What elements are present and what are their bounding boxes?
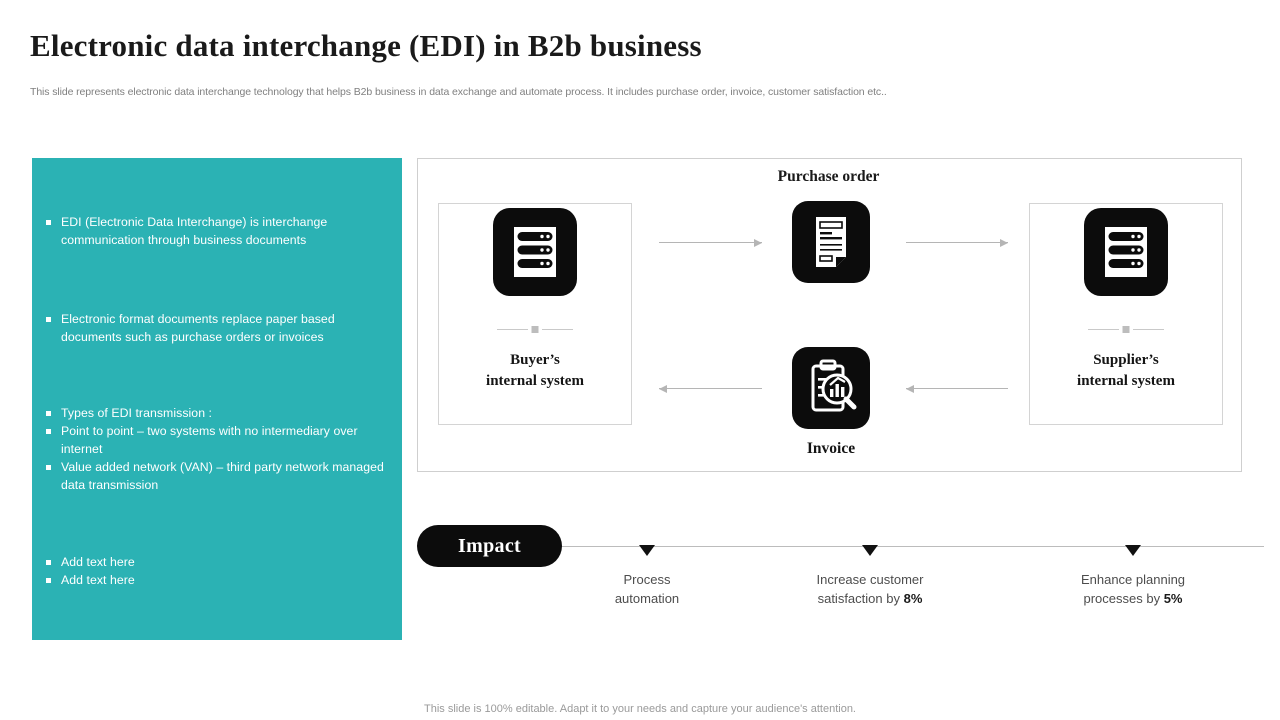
impact-marker-2 bbox=[862, 545, 878, 556]
bullet-text: Add text here bbox=[61, 555, 135, 569]
impact-item-3-line2-prefix: processes by bbox=[1083, 591, 1164, 606]
square-bullet-icon bbox=[46, 220, 51, 225]
buyer-label-line-1: Buyer’s bbox=[510, 352, 560, 368]
square-bullet-icon bbox=[46, 465, 51, 470]
footer-note: This slide is 100% editable. Adapt it to… bbox=[424, 703, 856, 715]
supplier-system-card: Supplier’s internal system bbox=[1029, 203, 1223, 425]
impact-item-3-line1: Enhance planning bbox=[1080, 572, 1186, 587]
supplier-label-line-2: internal system bbox=[1077, 373, 1175, 389]
impact-item-2-line1: Increase customer bbox=[816, 572, 924, 587]
bullet-group-4: Add text here Add text here bbox=[46, 553, 394, 589]
bullet-group-2: Electronic format documents replace pape… bbox=[46, 310, 394, 346]
list-item: Value added network (VAN) – third party … bbox=[46, 458, 394, 494]
impact-item-2: Increase customer satisfaction by 8% bbox=[755, 570, 985, 608]
list-item: Electronic format documents replace pape… bbox=[46, 310, 394, 346]
impact-item-1: Process automation bbox=[532, 570, 762, 608]
impact-badge-label: Impact bbox=[458, 534, 521, 557]
bullet-group-1: EDI (Electronic Data Interchange) is int… bbox=[46, 213, 394, 249]
buyer-system-label: Buyer’s internal system bbox=[439, 350, 631, 392]
page-subtitle: This slide represents electronic data in… bbox=[30, 86, 887, 98]
arrow-buyer-to-purchase-order bbox=[659, 238, 762, 247]
card-divider bbox=[1088, 326, 1164, 333]
list-item: Add text here bbox=[46, 571, 394, 589]
impact-badge: Impact bbox=[417, 525, 562, 567]
impact-marker-1 bbox=[639, 545, 655, 556]
square-bullet-icon bbox=[46, 429, 51, 434]
supplier-label-line-1: Supplier’s bbox=[1093, 352, 1159, 368]
arrow-purchase-order-to-supplier bbox=[906, 238, 1008, 247]
impact-item-3-value: 5% bbox=[1163, 591, 1183, 606]
impact-item-1-line1: Process bbox=[623, 572, 671, 587]
bullet-group-3: Types of EDI transmission : Point to poi… bbox=[46, 404, 394, 494]
bullet-text: Add text here bbox=[61, 573, 135, 587]
buyer-system-card: Buyer’s internal system bbox=[438, 203, 632, 425]
card-divider bbox=[497, 326, 573, 333]
edi-flow-diagram: Purchase order bbox=[417, 158, 1242, 472]
impact-item-3: Enhance planning processes by 5% bbox=[1018, 570, 1248, 608]
impact-item-2-line2-prefix: satisfaction by bbox=[817, 591, 904, 606]
list-item: EDI (Electronic Data Interchange) is int… bbox=[46, 213, 394, 249]
bullet-text: Electronic format documents replace pape… bbox=[61, 312, 335, 344]
bullet-text: Types of EDI transmission : bbox=[61, 406, 213, 420]
arrow-invoice-to-buyer bbox=[659, 384, 762, 393]
bullet-text: Value added network (VAN) – third party … bbox=[61, 460, 384, 492]
impact-item-2-value: 8% bbox=[903, 591, 923, 606]
square-bullet-icon bbox=[46, 578, 51, 583]
impact-item-1-line2: automation bbox=[614, 591, 680, 606]
server-rack-icon bbox=[493, 208, 577, 296]
square-bullet-icon bbox=[46, 411, 51, 416]
clipboard-analysis-icon bbox=[792, 347, 870, 429]
supplier-system-label: Supplier’s internal system bbox=[1030, 350, 1222, 392]
key-points-panel: EDI (Electronic Data Interchange) is int… bbox=[32, 158, 402, 640]
buyer-label-line-2: internal system bbox=[486, 373, 584, 389]
bullet-text: Point to point – two systems with no int… bbox=[61, 424, 358, 456]
invoice-label: Invoice bbox=[806, 440, 856, 457]
list-item: Point to point – two systems with no int… bbox=[46, 422, 394, 458]
page-title: Electronic data interchange (EDI) in B2b… bbox=[30, 28, 702, 63]
arrow-supplier-to-invoice bbox=[906, 384, 1008, 393]
server-rack-icon bbox=[1084, 208, 1168, 296]
bullet-text: EDI (Electronic Data Interchange) is int… bbox=[61, 215, 328, 247]
purchase-order-heading: Purchase order bbox=[777, 168, 880, 185]
square-bullet-icon bbox=[46, 317, 51, 322]
square-bullet-icon bbox=[46, 560, 51, 565]
document-icon bbox=[792, 201, 870, 283]
impact-marker-3 bbox=[1125, 545, 1141, 556]
list-item: Add text here bbox=[46, 553, 394, 571]
list-item: Types of EDI transmission : bbox=[46, 404, 394, 422]
